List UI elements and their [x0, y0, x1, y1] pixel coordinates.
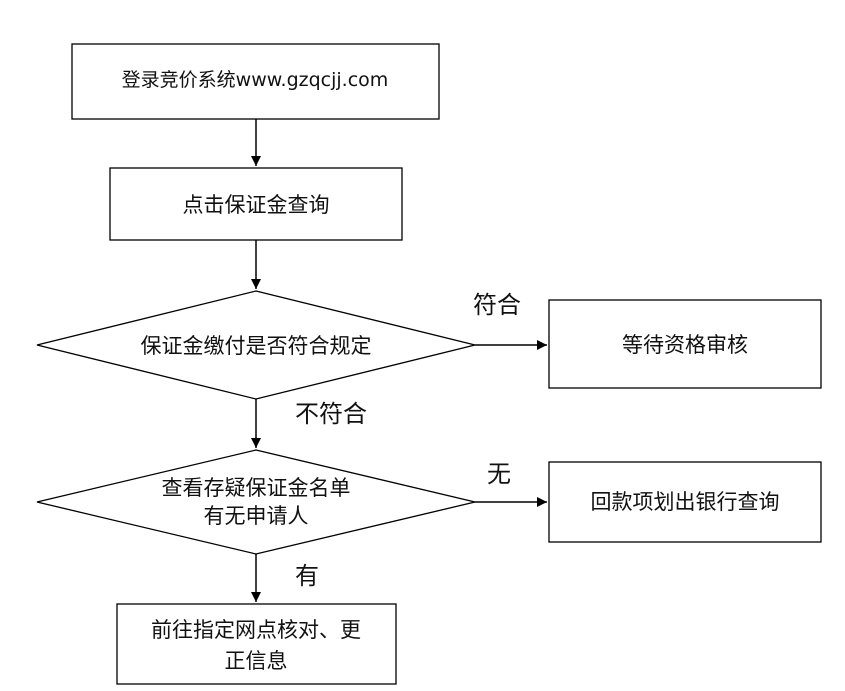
check-suspect-label-line1: 查看存疑保证金名单 [162, 476, 351, 500]
edge-label-have: 有 [295, 562, 319, 590]
edge-label-not-conform: 不符合 [295, 400, 367, 428]
check-suspect-label-line2: 有无申请人 [204, 504, 309, 528]
query-deposit-label: 点击保证金查询 [183, 193, 330, 217]
check-suspect-diamond: 查看存疑保证金名单 有无申请人 [36, 449, 476, 555]
refund-query-label: 回款项划出银行查询 [591, 490, 780, 514]
go-verify-label-line2: 正信息 [225, 649, 288, 673]
wait-review-box: 等待资格审核 [548, 299, 822, 389]
go-verify-box: 前往指定网点核对、更 正信息 [116, 603, 397, 685]
login-box-label: 登录竞价系统www.gzqcjj.com [122, 69, 389, 91]
edge-label-none: 无 [487, 460, 511, 488]
refund-query-box: 回款项划出银行查询 [548, 461, 822, 543]
wait-review-label: 等待资格审核 [622, 333, 748, 357]
login-box: 登录竞价系统www.gzqcjj.com [71, 43, 440, 120]
check-payment-diamond: 保证金缴付是否符合规定 [36, 290, 476, 400]
edge-label-conform: 符合 [473, 291, 521, 319]
query-deposit-box: 点击保证金查询 [109, 167, 403, 241]
go-verify-label-line1: 前往指定网点核对、更 [151, 618, 361, 642]
check-payment-label: 保证金缴付是否符合规定 [141, 334, 372, 358]
